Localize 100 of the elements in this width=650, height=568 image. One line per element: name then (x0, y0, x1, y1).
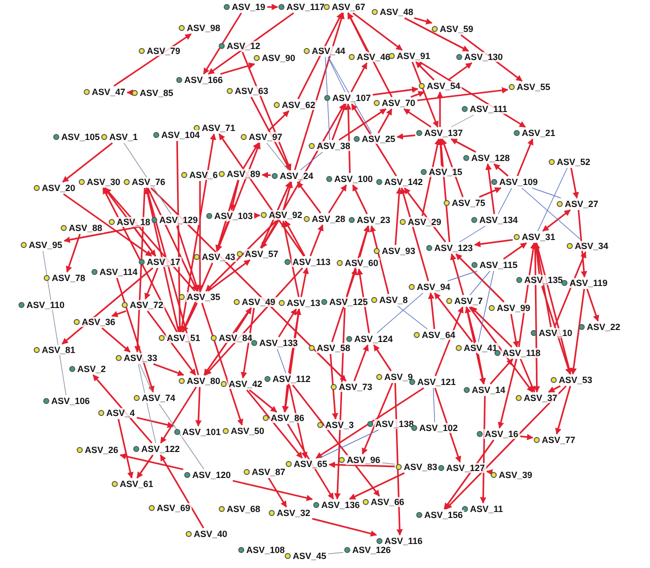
node-label: ASV_112 (271, 374, 312, 384)
node-label: ASV_50 (230, 426, 266, 436)
arrow (102, 187, 178, 332)
node-label: ASV_120 (191, 470, 232, 480)
arrow (450, 138, 476, 153)
node-label: ASV_4 (105, 408, 136, 418)
arrow (570, 288, 585, 375)
node-label: ASV_133 (258, 338, 299, 348)
node-label: ASV_91 (396, 51, 432, 61)
arrow (310, 224, 324, 256)
arrow (428, 292, 436, 330)
node-label: ASV_47 (90, 87, 126, 97)
node-label: ASV_20 (40, 183, 76, 193)
arrow (150, 187, 346, 382)
node-label: ASV_81 (40, 345, 76, 355)
arrow (176, 140, 184, 333)
node-label: ASV_11 (468, 504, 504, 514)
arrow (242, 142, 260, 168)
node-label: ASV_96 (346, 455, 382, 465)
arrow (477, 354, 486, 385)
arrow (203, 12, 242, 75)
arrow (286, 424, 334, 500)
arrow (417, 87, 508, 102)
arrow (246, 390, 303, 458)
arrow (403, 108, 432, 128)
node-label: ASV_103 (213, 211, 254, 221)
arrow (92, 374, 152, 444)
node-label: ASV_116 (383, 536, 424, 546)
connector-line (300, 152, 323, 170)
arrow (160, 386, 197, 444)
node-label: ASV_14 (470, 385, 506, 395)
node-label: ASV_8 (378, 295, 409, 305)
arrow (474, 239, 513, 248)
node-label: ASV_104 (160, 130, 201, 140)
arrow (208, 259, 250, 292)
arrow (349, 472, 405, 500)
arrow (278, 308, 297, 338)
arrow (240, 308, 255, 379)
node-label: ASV_138 (374, 419, 415, 429)
node-label: ASV_1 (108, 132, 139, 142)
arrow (468, 306, 534, 393)
connector-line (397, 306, 428, 330)
arrow (378, 108, 392, 134)
arrow (292, 384, 380, 496)
arrow (422, 138, 441, 216)
node-label: ASV_39 (498, 470, 534, 480)
connector-line (522, 188, 582, 240)
arrow (510, 314, 520, 348)
arrow (410, 91, 425, 98)
arrow (351, 103, 397, 176)
node-label: ASV_109 (498, 177, 539, 187)
node-label: ASV_22 (586, 322, 622, 332)
node-label: ASV_111 (468, 104, 508, 114)
arrow (394, 382, 403, 536)
arrow (235, 307, 252, 332)
node-label: ASV_40 (192, 529, 228, 539)
node-label: ASV_92 (268, 210, 304, 220)
node-label: ASV_24 (278, 171, 314, 181)
connector-line (266, 142, 289, 170)
arrow (328, 462, 395, 468)
node-label: ASV_85 (138, 88, 174, 98)
connector-line (432, 388, 436, 422)
arrow (331, 268, 358, 342)
node-label: ASV_99 (496, 303, 532, 313)
connector-line (328, 56, 346, 92)
arrow (134, 228, 156, 256)
connector-line (328, 56, 372, 134)
node-label: ASV_87 (250, 467, 286, 477)
arrow (493, 163, 509, 177)
node-label: ASV_19 (230, 2, 266, 12)
arrow (262, 172, 271, 178)
arrow (268, 110, 290, 132)
node-label: ASV_2 (76, 364, 107, 374)
node-label: ASV_122 (140, 444, 181, 454)
node-label: ASV_142 (383, 177, 424, 187)
connector-line (459, 226, 486, 242)
node-label: ASV_53 (558, 375, 594, 385)
arrow (312, 518, 378, 537)
node-label: ASV_64 (420, 330, 456, 340)
node-label: ASV_58 (316, 343, 352, 353)
arrow (196, 181, 204, 292)
node-label: ASV_30 (86, 177, 122, 187)
arrow (296, 181, 322, 214)
arrow (63, 193, 152, 257)
arrow (62, 142, 113, 183)
node-label: ASV_83 (402, 462, 438, 472)
arrow (215, 180, 239, 252)
arrow (455, 253, 505, 303)
arrow (282, 181, 293, 210)
arrow (498, 358, 518, 429)
arrow (373, 344, 392, 372)
node-label: ASV_37 (522, 393, 558, 403)
connector-line (328, 552, 344, 554)
arrow (328, 184, 347, 214)
node-label: ASV_102 (418, 423, 459, 433)
node-label: ASV_6 (188, 170, 219, 180)
connector-line (478, 270, 494, 342)
arrow (111, 310, 126, 318)
arrow (195, 386, 202, 427)
arrow (146, 310, 196, 376)
